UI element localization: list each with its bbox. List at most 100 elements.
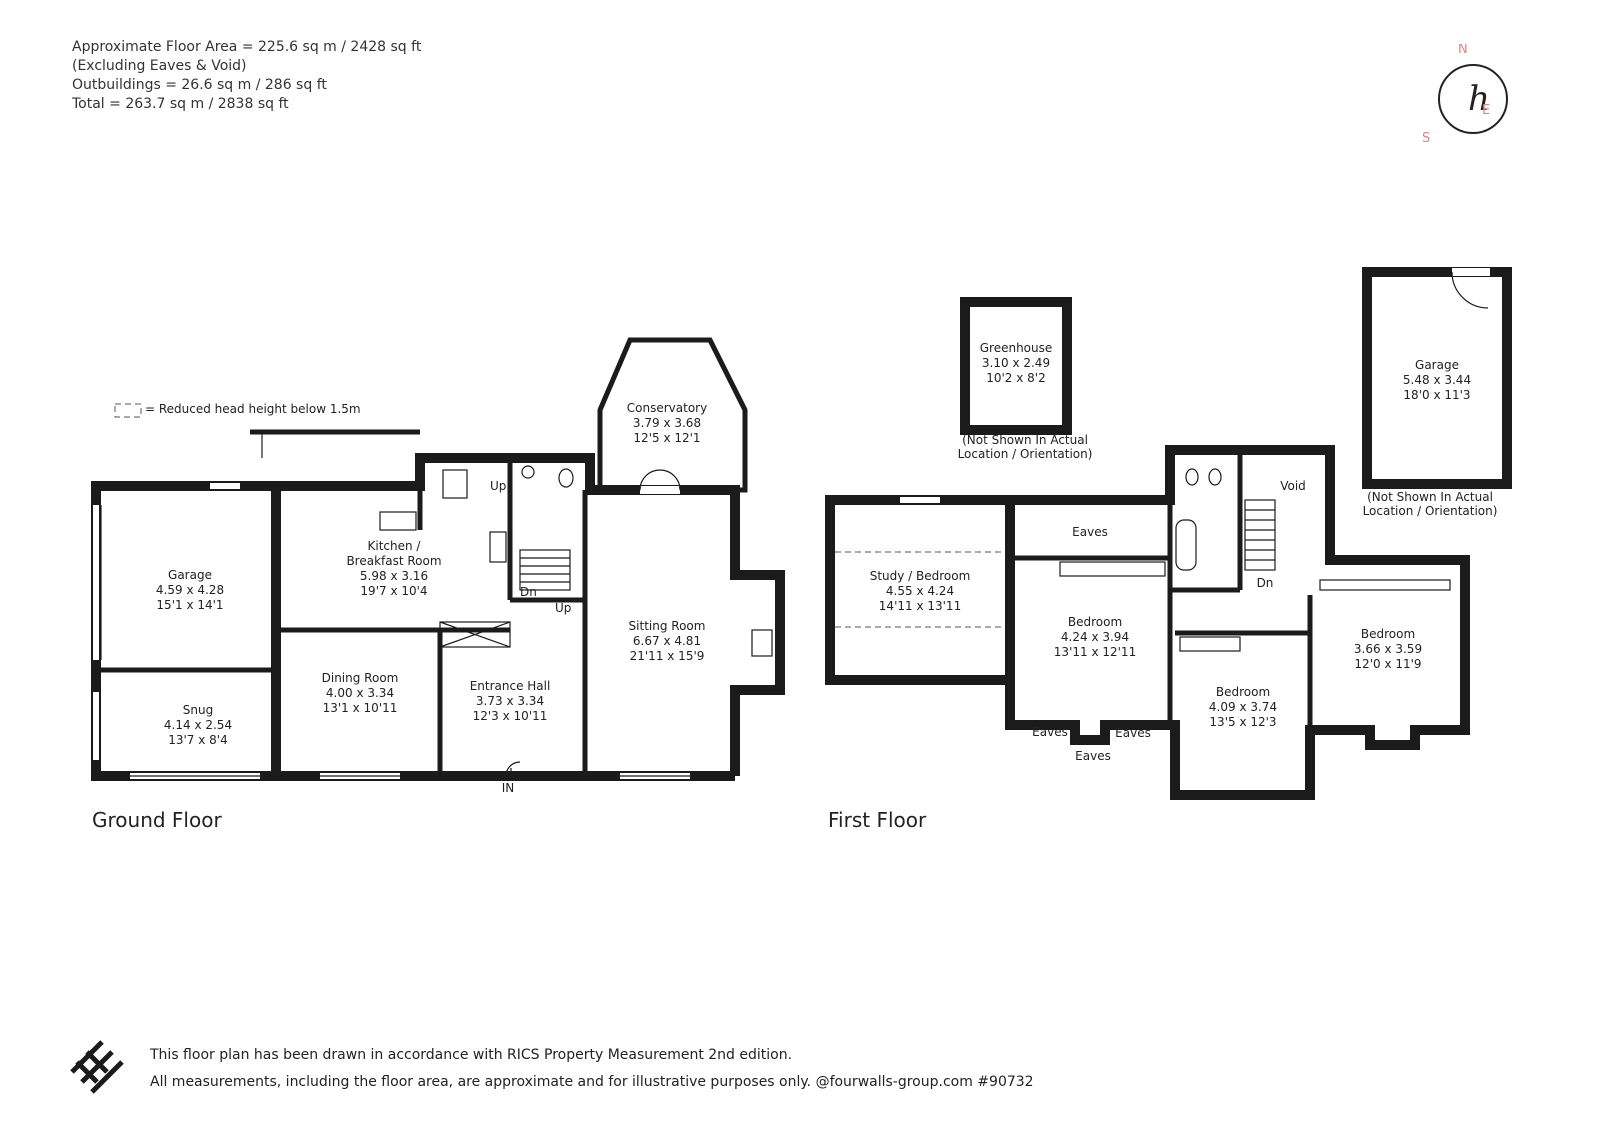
kitchen-sink xyxy=(379,511,417,531)
outbuilding-garage-door xyxy=(1451,271,1489,309)
garage2-name: Garage xyxy=(1415,358,1459,372)
floor-area-summary: Approximate Floor Area = 225.6 sq m / 24… xyxy=(72,38,421,114)
ground-shower xyxy=(442,469,468,499)
entrance-door xyxy=(505,761,521,777)
garage2-imperial: 18'0 x 11'3 xyxy=(1403,388,1470,402)
floor-area-line: Approximate Floor Area = 225.6 sq m / 24… xyxy=(72,39,422,55)
garage-name: Garage xyxy=(168,568,212,582)
kitchen-imperial: 19'7 x 10'4 xyxy=(360,584,427,598)
ground-room-labels: Garage 4.59 x 4.28 15'1 x 14'1 Snug 4.14… xyxy=(156,401,707,795)
garage2-metric: 5.48 x 3.44 xyxy=(1403,373,1471,387)
unit-cross-2 xyxy=(439,621,511,648)
footer-disclaimer: All measurements, including the floor ar… xyxy=(150,1074,1034,1090)
bed3-wardrobe xyxy=(1319,579,1451,591)
study-name: Study / Bedroom xyxy=(870,569,971,583)
conservatory-walls xyxy=(597,337,748,493)
first-room-labels: Study / Bedroom 4.55 x 4.24 14'11 x 13'1… xyxy=(870,479,1422,763)
first-floor-title: First Floor xyxy=(828,808,927,832)
bed3-name: Bedroom xyxy=(1361,627,1415,641)
void-label: Void xyxy=(1280,479,1306,493)
greenhouse-name: Greenhouse xyxy=(980,341,1053,355)
fourwalls-logo-icon xyxy=(70,1040,124,1094)
garage-metric: 4.59 x 4.28 xyxy=(156,583,224,597)
snug-name: Snug xyxy=(183,703,213,717)
eaves-label-right: Eaves xyxy=(1115,726,1151,740)
compass-s: S xyxy=(1422,131,1430,146)
greenhouse-walls xyxy=(960,297,1072,435)
bed3-imperial: 12'0 x 11'9 xyxy=(1354,657,1421,671)
garage-imperial: 15'1 x 14'1 xyxy=(156,598,223,612)
fireplace xyxy=(751,629,773,657)
first-dn-label: Dn xyxy=(1257,576,1274,590)
bed2-name: Bedroom xyxy=(1216,685,1270,699)
stair-block xyxy=(519,549,571,591)
hall-name: Entrance Hall xyxy=(470,679,551,693)
exclusion-note: (Excluding Eaves & Void) xyxy=(72,58,247,74)
reduced-head-height-swatch xyxy=(114,403,142,418)
bed1-metric: 4.24 x 3.94 xyxy=(1061,630,1129,644)
outbuilding-garage-walls xyxy=(1362,267,1512,489)
entrance-label: IN xyxy=(502,781,515,795)
compass-logo-letter: h xyxy=(1468,79,1490,119)
garage2-note-2: Location / Orientation) xyxy=(1363,504,1498,518)
compass-e: E xyxy=(1482,103,1490,118)
dining-metric: 4.00 x 3.34 xyxy=(326,686,394,700)
conservatory-french-doors xyxy=(639,469,681,491)
footer-rics-note: This floor plan has been drawn in accord… xyxy=(150,1047,793,1063)
compass-logo-icon: h N E S W xyxy=(1422,44,1508,146)
outbuildings-area: Outbuildings = 26.6 sq m / 286 sq ft xyxy=(72,77,327,93)
up-label-1: Up xyxy=(490,479,506,493)
kitchen-name: Kitchen / xyxy=(368,539,422,553)
first-floor-plan: Study / Bedroom 4.55 x 4.24 14'11 x 13'1… xyxy=(825,445,1470,800)
eaves-label-top: Eaves xyxy=(1072,525,1108,539)
ground-wc xyxy=(558,468,574,488)
legend: = Reduced head height below 1.5m xyxy=(114,402,361,418)
study-imperial: 14'11 x 13'11 xyxy=(879,599,961,613)
snug-imperial: 13'7 x 8'4 xyxy=(168,733,228,747)
ground-floor-plan: Garage 4.59 x 4.28 15'1 x 14'1 Snug 4.14… xyxy=(91,337,785,795)
bed2-wardrobe xyxy=(1179,636,1241,652)
compass-n: N xyxy=(1458,44,1468,57)
garage2-note-1: (Not Shown In Actual xyxy=(1367,490,1493,504)
bed1-wardrobe xyxy=(1059,561,1166,577)
eaves-label-left: Eaves xyxy=(1032,725,1068,739)
bath xyxy=(1175,519,1197,571)
kitchen-hob xyxy=(489,531,507,563)
eaves-label-bottom: Eaves xyxy=(1075,749,1111,763)
snug-metric: 4.14 x 2.54 xyxy=(164,718,232,732)
ground-floor-title: Ground Floor xyxy=(92,808,222,832)
sitting-imperial: 21'11 x 15'9 xyxy=(630,649,705,663)
hall-imperial: 12'3 x 10'11 xyxy=(473,709,548,723)
first-floor-outer-walls xyxy=(1005,445,1470,800)
ground-stairs xyxy=(519,549,571,591)
greenhouse-imperial: 10'2 x 8'2 xyxy=(986,371,1046,385)
bed1-imperial: 13'11 x 12'11 xyxy=(1054,645,1136,659)
conservatory-metric: 3.79 x 3.68 xyxy=(633,416,701,430)
bed2-imperial: 13'5 x 12'3 xyxy=(1209,715,1276,729)
bed3-metric: 3.66 x 3.59 xyxy=(1354,642,1422,656)
up-label-2: Up xyxy=(555,601,571,615)
total-area: Total = 263.7 sq m / 2838 sq ft xyxy=(72,96,289,112)
dn-label: Dn xyxy=(520,585,537,599)
first-stairs xyxy=(1244,499,1276,571)
first-basin xyxy=(1208,468,1222,486)
greenhouse-note-2: Location / Orientation) xyxy=(958,447,1093,461)
main-house-wall-south xyxy=(271,486,735,781)
outbuildings: Greenhouse 3.10 x 2.49 10'2 x 8'2 (Not S… xyxy=(958,267,1512,518)
dining-name: Dining Room xyxy=(322,671,399,685)
kitchen-name-2: Breakfast Room xyxy=(346,554,441,568)
first-wc xyxy=(1185,468,1199,486)
bed1-name: Bedroom xyxy=(1068,615,1122,629)
hall-metric: 3.73 x 3.34 xyxy=(476,694,544,708)
kitchen-units xyxy=(439,621,511,648)
sitting-metric: 6.67 x 4.81 xyxy=(633,634,701,648)
sitting-name: Sitting Room xyxy=(629,619,706,633)
conservatory-imperial: 12'5 x 12'1 xyxy=(633,431,700,445)
kitchen-metric: 5.98 x 3.16 xyxy=(360,569,428,583)
main-house-wall-outer xyxy=(276,453,785,776)
study-metric: 4.55 x 4.24 xyxy=(886,584,954,598)
legend-text: = Reduced head height below 1.5m xyxy=(145,402,361,416)
dining-imperial: 13'1 x 10'11 xyxy=(323,701,398,715)
ground-basin xyxy=(521,465,535,479)
